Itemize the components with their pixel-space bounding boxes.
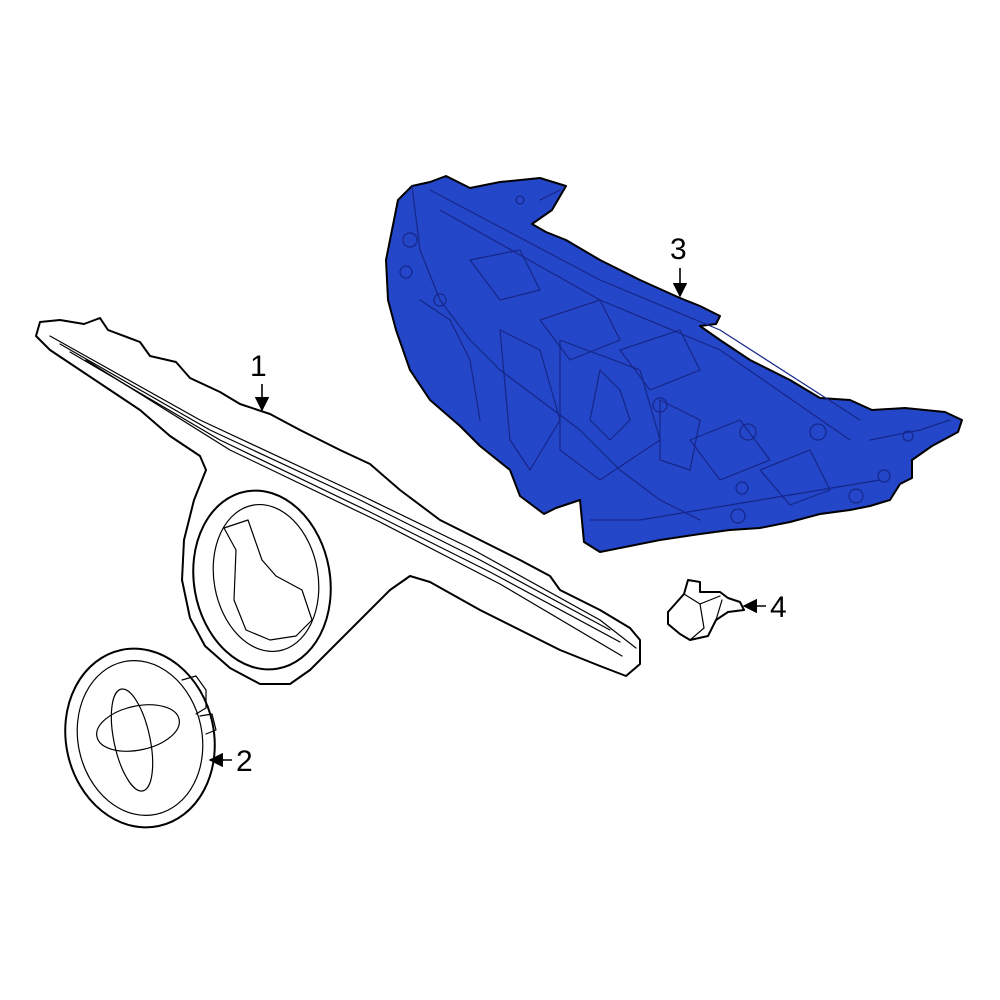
grille-support-bracket-part[interactable] (385, 175, 963, 553)
grille-emblem-ring (192, 489, 332, 671)
callout-3-label: 3 (670, 233, 687, 266)
callout-2-label: 2 (236, 745, 253, 778)
callout-4: 4 (742, 591, 787, 624)
clip-body (667, 579, 745, 641)
grille-part[interactable] (35, 317, 641, 685)
callout-2: 2 (208, 745, 253, 778)
emblem-part[interactable] (49, 635, 231, 842)
bracket-details (399, 185, 951, 524)
grille-outer-edge (35, 317, 641, 685)
retainer-clip-part[interactable] (667, 579, 745, 641)
callout-1: 1 (250, 350, 270, 412)
callout-3: 3 (670, 233, 688, 298)
callout-4-label: 4 (770, 591, 787, 624)
emblem-outer (64, 647, 216, 829)
callout-1-label: 1 (250, 350, 267, 383)
